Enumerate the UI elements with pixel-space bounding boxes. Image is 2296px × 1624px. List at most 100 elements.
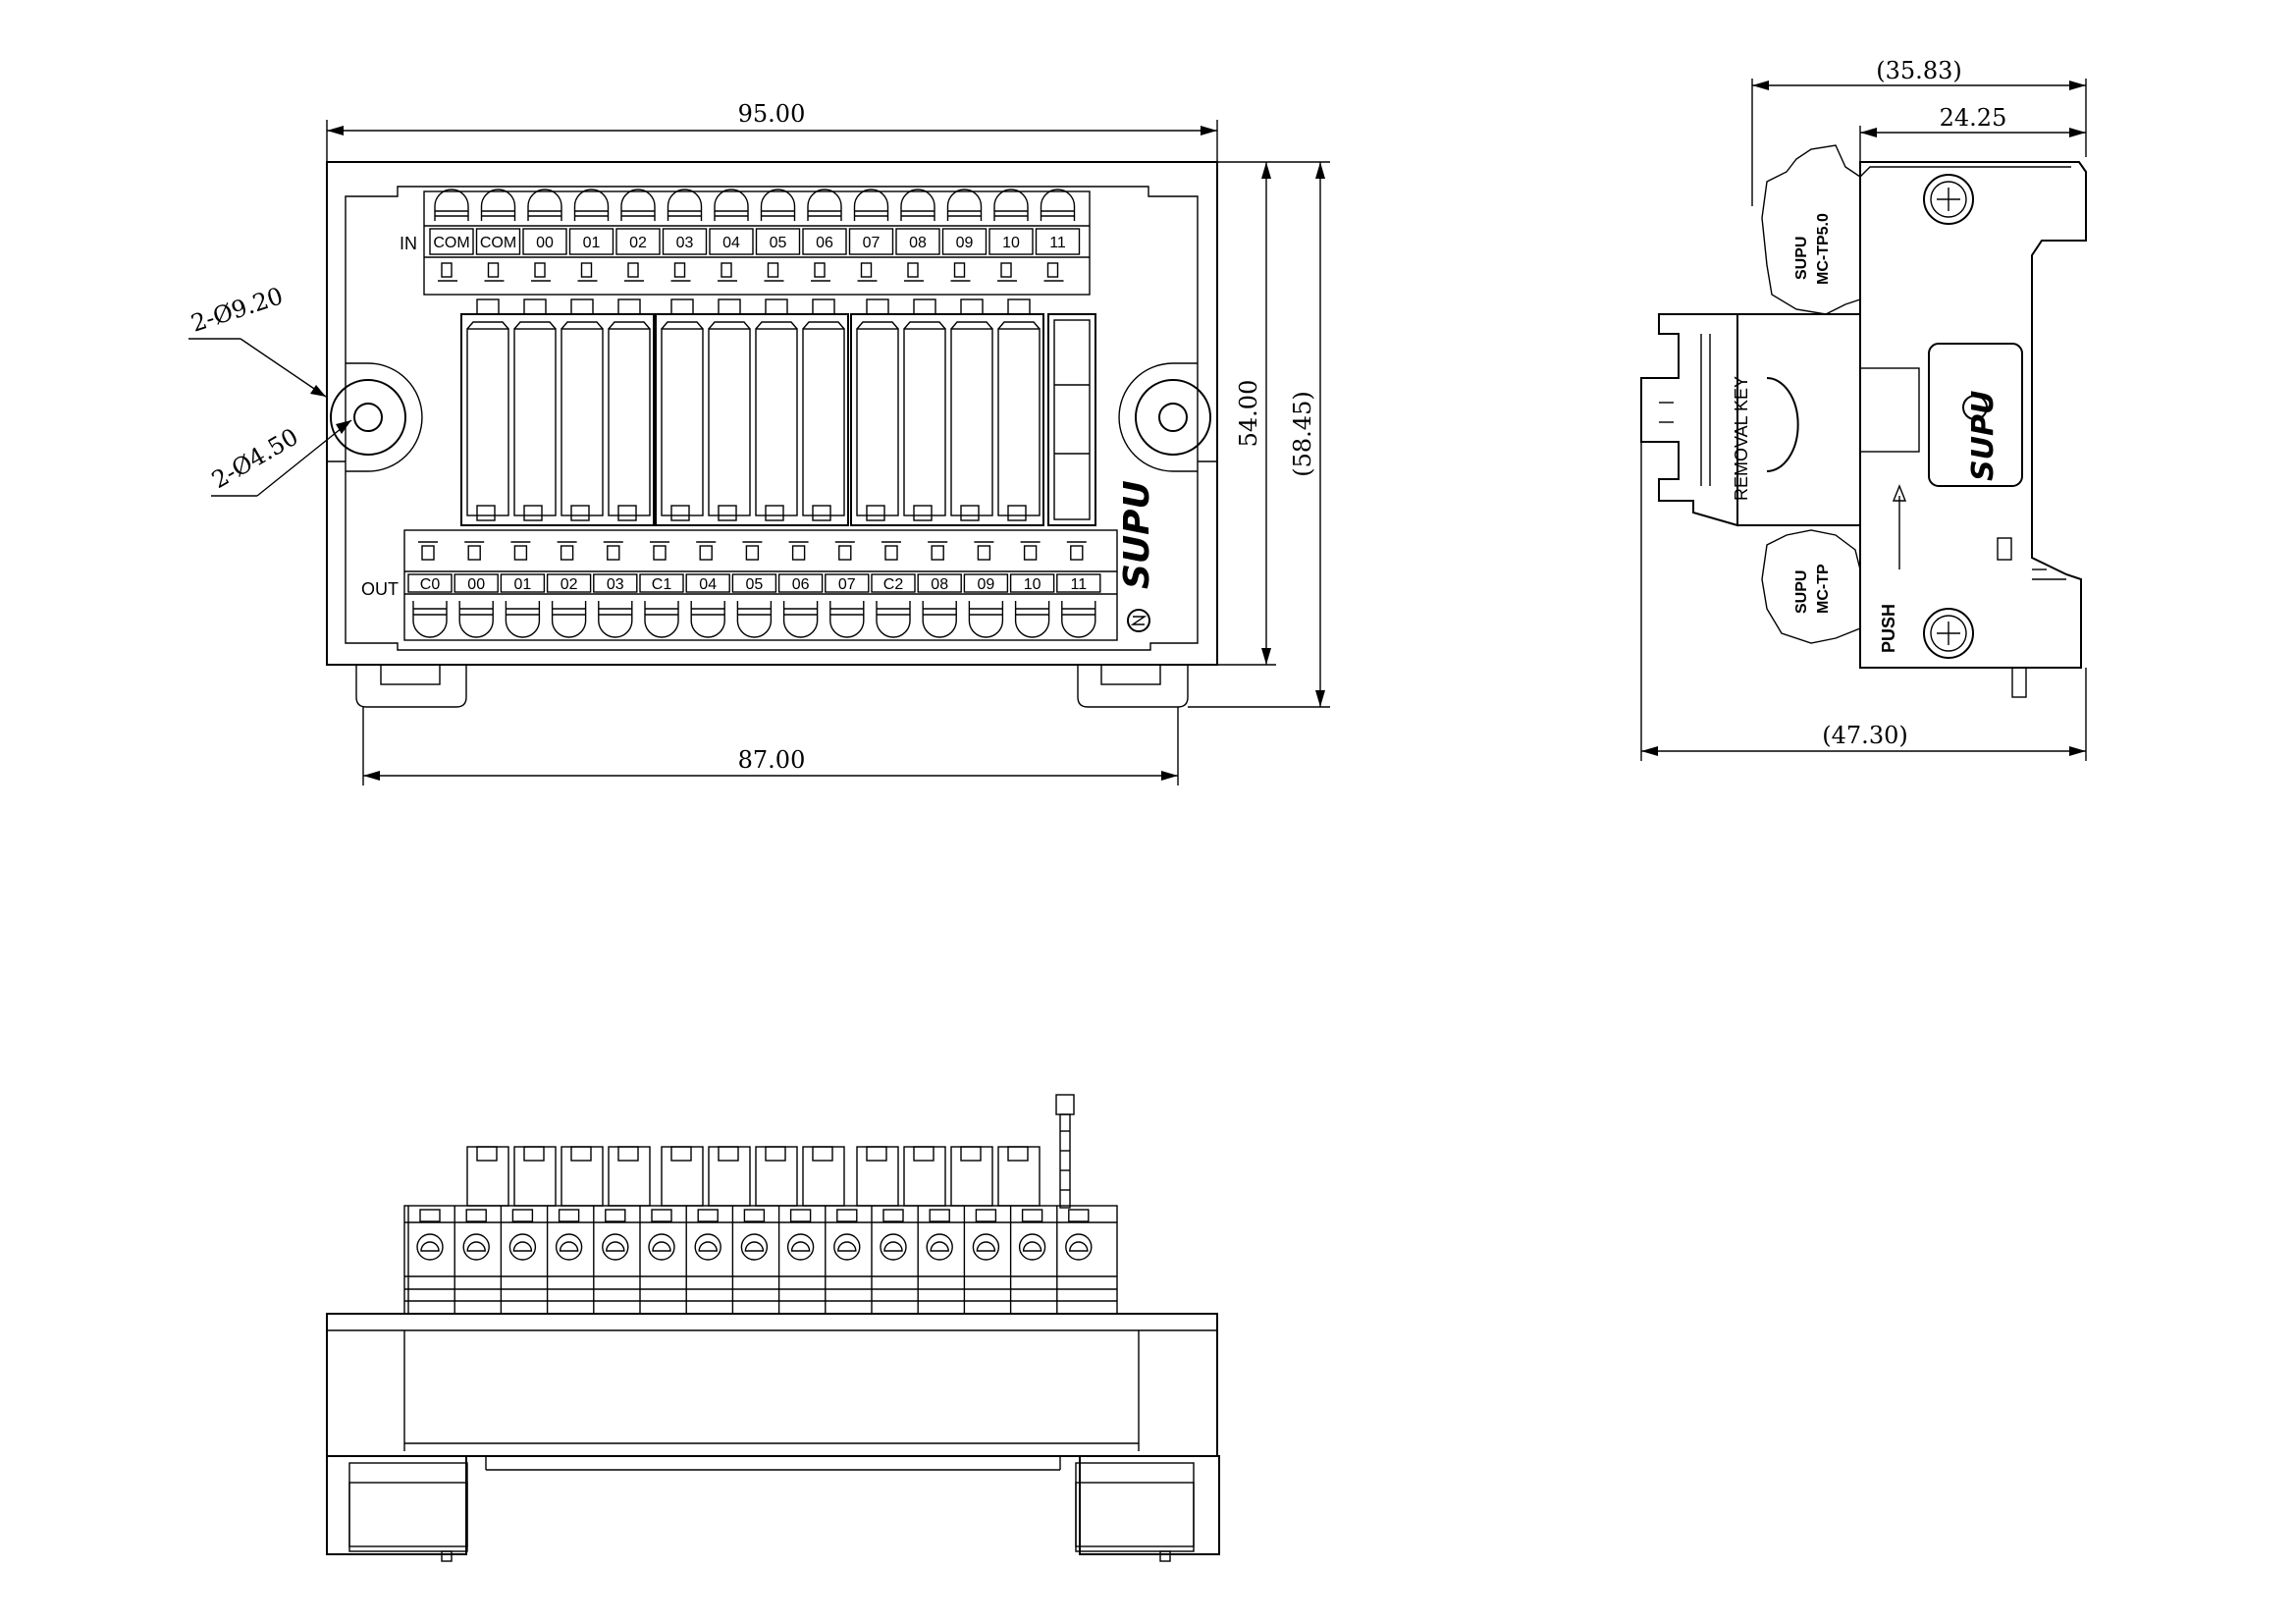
terminal-screw	[546, 1206, 583, 1314]
side-view: (35.83) 24.25 SUPU PUSH	[1640, 57, 2087, 761]
out-terminal-label: 03	[607, 576, 624, 593]
dim-hole-outer: 2-Ø9.20	[187, 282, 286, 337]
bottom-view	[326, 1094, 1220, 1562]
out-terminal-label: 02	[561, 576, 578, 593]
in-terminal: 11	[1035, 189, 1081, 282]
relay	[608, 298, 651, 521]
out-terminal: C0	[407, 541, 453, 638]
out-terminal: 02	[546, 541, 592, 638]
out-terminal: 01	[500, 541, 546, 638]
in-terminal-label: 10	[1002, 235, 1020, 251]
dim-height-58: (58.45)	[1289, 391, 1316, 476]
in-terminal: 02	[615, 189, 661, 282]
in-terminal: 06	[802, 189, 847, 282]
relay-top	[661, 1146, 704, 1207]
out-terminal-label: 11	[1070, 576, 1087, 593]
out-terminal-label: 10	[1024, 576, 1041, 593]
relay-top	[903, 1146, 946, 1207]
in-terminal-label: 05	[770, 235, 787, 251]
out-terminal-label: 07	[838, 576, 856, 593]
in-terminal: COM	[429, 189, 474, 282]
relay	[561, 298, 604, 521]
terminal-screw	[685, 1206, 721, 1314]
in-terminal: 07	[848, 189, 894, 282]
terminal-screw	[777, 1206, 815, 1314]
relay-top	[997, 1146, 1041, 1207]
out-terminal-label: 08	[931, 576, 948, 593]
in-terminal-label: 00	[536, 235, 554, 251]
dim-side-overall: (35.83)	[1876, 57, 1961, 84]
in-terminal-label: 03	[676, 235, 694, 251]
relay-top	[561, 1146, 604, 1207]
out-terminal-label: 09	[978, 576, 995, 593]
terminal-screw	[407, 1206, 444, 1314]
relay-top	[856, 1146, 899, 1207]
in-terminal: 05	[755, 189, 801, 282]
terminal-screw	[917, 1206, 953, 1314]
out-terminal: 07	[825, 541, 870, 638]
relay	[950, 298, 993, 521]
out-terminal-label: 00	[467, 576, 485, 593]
out-terminal: 00	[454, 541, 499, 638]
out-label: OUT	[361, 579, 399, 599]
dim-side-depth: (47.30)	[1822, 722, 1907, 749]
side-brand-icon	[1962, 395, 1988, 420]
out-terminal: 06	[777, 541, 824, 638]
in-terminal-label: 08	[909, 235, 927, 251]
in-terminal: 00	[522, 189, 567, 282]
in-terminal-label: COM	[433, 235, 469, 251]
bottom-view-terminals	[407, 1206, 1093, 1314]
relay	[661, 298, 704, 521]
out-terminal: 08	[917, 541, 962, 638]
out-terminal: 03	[593, 541, 638, 638]
terminal-screw	[963, 1206, 1000, 1314]
in-terminal-label: 06	[816, 235, 833, 251]
in-terminal-label: 04	[722, 235, 740, 251]
terminal-screw	[639, 1206, 675, 1314]
in-terminal: 03	[662, 189, 708, 282]
relay-top	[708, 1146, 751, 1207]
relay	[708, 298, 751, 521]
out-terminal-label: C0	[420, 576, 441, 593]
brand-icon	[1127, 609, 1150, 632]
relay	[513, 298, 557, 521]
out-terminal: 11	[1056, 541, 1101, 638]
out-terminal-label: 04	[699, 576, 717, 593]
dim-hole-inner: 2-Ø4.50	[207, 423, 303, 494]
dim-width-95: 95.00	[738, 100, 806, 128]
in-terminal: 01	[568, 189, 614, 282]
push-label: PUSH	[1879, 604, 1898, 653]
relay-bank	[460, 298, 1044, 526]
terminal-screw	[500, 1206, 537, 1314]
removal-key-label: REMOVAL KEY	[1732, 376, 1751, 501]
relay	[802, 298, 845, 521]
in-terminal-label: 11	[1049, 235, 1066, 251]
brand-logo: SUPU	[1117, 480, 1157, 589]
out-terminal-label: C1	[652, 576, 672, 593]
in-label: IN	[400, 234, 417, 253]
terminal-screw	[731, 1206, 769, 1314]
top-connector-model: MC-TP5.0	[1815, 213, 1832, 285]
out-terminal: 09	[963, 541, 1009, 638]
front-view: 95.00 2-Ø9.20 2-Ø4.50 87.00	[187, 100, 1330, 785]
in-terminal: COM	[475, 189, 521, 282]
relay-top	[466, 1146, 509, 1207]
relay	[997, 298, 1041, 521]
terminal-screw	[871, 1206, 907, 1314]
out-terminal-label: 06	[792, 576, 810, 593]
relay-top	[950, 1146, 993, 1207]
in-terminal: 04	[709, 189, 754, 282]
dim-side-inner: 24.25	[1940, 104, 2007, 132]
relay	[755, 298, 798, 521]
bottom-connector-model: MC-TP	[1815, 564, 1832, 614]
side-brand-logo: SUPU	[1966, 391, 2001, 481]
in-terminal-label: 02	[629, 235, 647, 251]
relay	[466, 298, 509, 521]
terminal-screw	[1009, 1206, 1046, 1314]
in-terminal-label: 09	[956, 235, 974, 251]
in-terminal-label: 01	[583, 235, 601, 251]
out-terminal: C2	[871, 541, 916, 638]
terminal-screw	[825, 1206, 861, 1314]
out-terminal: C1	[639, 541, 684, 638]
